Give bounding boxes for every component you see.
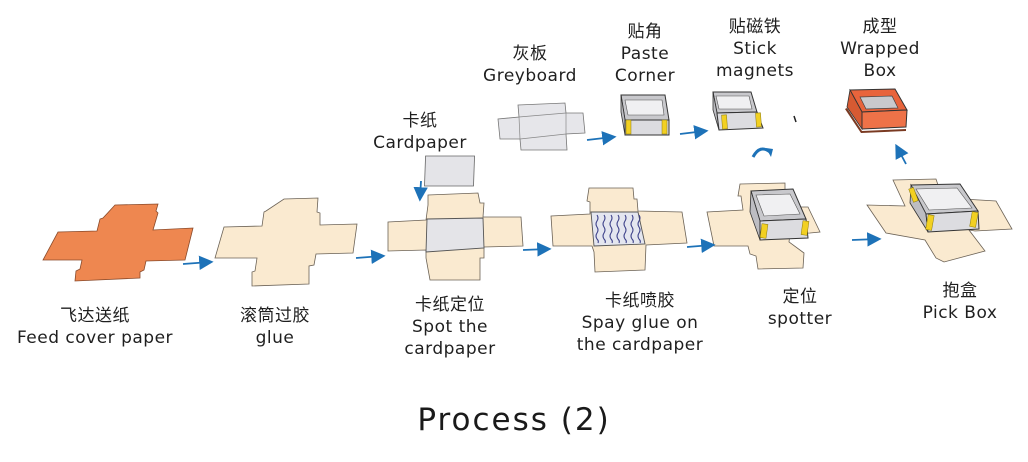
label-cardpaper: 卡纸 Cardpaper (355, 110, 485, 154)
label-en: Greyboard (483, 66, 577, 86)
spot-cardpaper-shape (387, 155, 524, 281)
label-en: spotter (767, 309, 833, 329)
label-en: Corner (614, 66, 676, 86)
stick-magnets-box (712, 91, 764, 131)
label-zh: 定位 (782, 287, 818, 307)
label-glue: 滚筒过胶 glue (210, 305, 340, 349)
glued-paper-shape (214, 197, 358, 287)
label-en: Wrapped (840, 39, 920, 59)
label-zh: 卡纸 (402, 111, 438, 131)
label-zh: 贴磁铁 (728, 17, 782, 37)
label-paste: 贴角 Paste Corner (590, 21, 700, 87)
label-greyboard: 灰板 Greyboard (465, 43, 595, 87)
label-en: Feed cover paper (16, 328, 174, 348)
label-en: Pick Box (922, 303, 998, 323)
label-en: Cardpaper (373, 133, 467, 153)
label-zh: 卡纸定位 (415, 295, 485, 315)
label-en: Spot the (412, 317, 488, 337)
label-en: cardpaper (404, 339, 496, 359)
spray-glue-shape (550, 187, 688, 273)
arrow-spray-to-spotter (686, 238, 716, 254)
spotter-shape (706, 182, 821, 270)
wrapped-box (845, 88, 908, 133)
label-zh: 贴角 (627, 22, 663, 42)
label-en: Stick (733, 39, 777, 59)
arrow-spot-to-spray (522, 242, 552, 257)
arrow-glue-to-spot (355, 249, 386, 265)
label-zh: 飞达送纸 (60, 306, 130, 326)
label-en: Spay glue on (581, 313, 699, 333)
cover-paper-shape (42, 203, 194, 282)
label-zh: 滚筒过胶 (240, 306, 310, 326)
label-spray: 卡纸喷胶 Spay glue on the cardpaper (560, 290, 720, 356)
label-wrapped: 成型 Wrapped Box (820, 16, 940, 82)
label-en: magnets (715, 61, 795, 81)
arrow-paste-to-magnets (679, 125, 709, 140)
label-en: glue (255, 328, 295, 348)
label-spotter: 定位 spotter (740, 286, 860, 330)
greyboard-shape (497, 102, 586, 151)
arrow-greyboard-to-paste (586, 131, 617, 146)
label-pick: 抱盒 Pick Box (900, 280, 1020, 324)
label-spot: 卡纸定位 Spot the cardpaper (385, 294, 515, 360)
paste-corner-box (620, 94, 670, 136)
stray-mark (793, 115, 797, 123)
label-feed: 飞达送纸 Feed cover paper (0, 305, 190, 349)
arrow-feed-to-glue (182, 255, 214, 270)
label-en: Box (863, 61, 897, 81)
label-zh: 灰板 (512, 44, 548, 64)
arrow-cardpaper-down (413, 180, 428, 202)
diagram-title: Process (2) (417, 402, 611, 438)
label-en: Paste (620, 44, 670, 64)
arrow-spotter-to-pick (851, 232, 882, 247)
label-zh: 成型 (862, 17, 898, 37)
label-zh: 卡纸喷胶 (605, 291, 675, 311)
label-en: the cardpaper (576, 335, 704, 355)
label-magnets: 贴磁铁 Stick magnets (695, 16, 815, 82)
arrow-pick-to-wrapped (895, 143, 909, 165)
pick-box-shape (866, 178, 1013, 263)
label-zh: 抱盒 (942, 281, 978, 301)
